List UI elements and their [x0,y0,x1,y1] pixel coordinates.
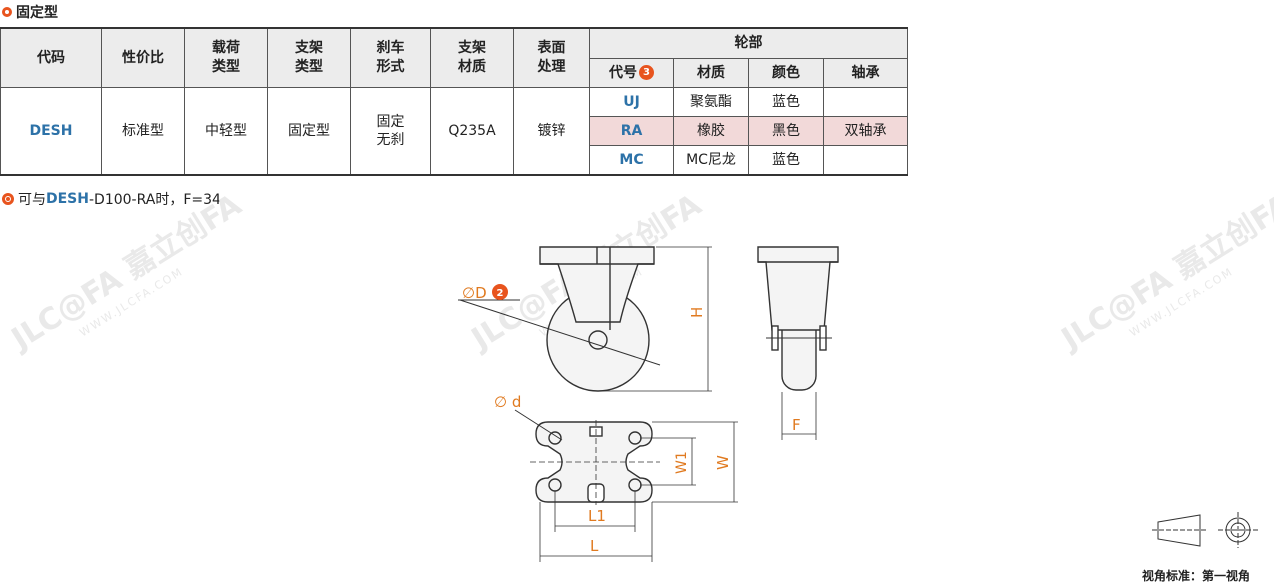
w1-label: W1 [674,451,690,474]
circle-bullet-icon [2,7,12,17]
side-view [757,246,839,440]
note-suffix: -D100-RA时，F=34 [88,192,221,208]
header-wheel: 轮部 [589,27,908,59]
header-ratio: 性价比 [101,27,185,88]
bearing-ra: 双轴承 [823,116,908,146]
svg-text:JLC@FA 嘉立创FA: JLC@FA 嘉立创FA [4,187,248,358]
wheel-code-ra: RA [589,116,674,146]
header-wheel-material: 材质 [673,58,749,88]
target-bullet-icon [2,193,14,205]
hole-d-label: ∅ d [494,393,521,411]
section-title: 固定型 [16,5,58,21]
header-load-type: 载荷类型 [184,27,268,88]
header-bracket-type: 支架类型 [267,27,351,88]
wheel-code-uj: UJ [589,87,674,117]
diameter-leader [459,299,661,366]
diameter-D-label: ∅D [462,284,487,302]
watermark-1: JLC@FA 嘉立创FA WWW.JLCFA.COM [4,187,248,358]
watermark-3: JLC@FA 嘉立创FA WWW.JLCFA.COM [1054,187,1274,358]
bearing-empty-mc [823,145,908,176]
table-row: DESH 标准型 中轻型 固定型 固定无刹 Q235A 镀锌 UJ 聚氨酯 蓝色 [0,87,908,176]
header-code: 代码 [0,27,102,88]
note-2-badge: 2 [497,288,504,299]
table-row: MC MC尼龙 蓝色 [1,145,908,176]
header-bearing: 轴承 [823,58,908,88]
width-F-label: F [792,416,801,434]
wheel-color-ra: 黑色 [748,116,824,146]
table-row: RA 橡胶 黑色 双轴承 [1,116,908,146]
note-code: DESH [46,191,89,207]
bracket-material-cell: Q235A [430,87,514,176]
w-label: W [714,455,732,470]
mount-hole-1 [548,431,562,445]
height-H-label: H [688,307,706,318]
section-heading: 固定型 [2,2,58,22]
bottom-view [514,409,738,562]
svg-text:JLC@FA 嘉立创FA: JLC@FA 嘉立创FA [1054,187,1274,358]
l-label: L [590,537,599,555]
surface-cell: 镀锌 [513,87,590,176]
brake-form-cell: 固定无刹 [350,87,431,176]
header-row-1: 代码 性价比 载荷类型 支架类型 刹车形式 支架材质 表面处理 轮部 [0,27,908,88]
side-bracket [757,246,839,331]
view-standard-label: 视角标准：第一视角 [1142,569,1251,583]
wheel-material-ra: 橡胶 [673,116,749,146]
wheel-color-mc: 蓝色 [748,145,824,176]
header-wheel-color: 颜色 [748,58,824,88]
wheel-material-mc: MC尼龙 [673,145,749,176]
l1-label: L1 [588,507,606,525]
projection-symbol-icon [1152,512,1258,548]
wheel-material-uj: 聚氨酯 [673,87,749,117]
note-3-badge: 3 [639,65,654,80]
note-prefix: 可与 [18,192,46,208]
bracket-outline [539,246,655,323]
front-view [458,246,712,392]
note-2-badge-circle [492,284,508,300]
load-type-cell: 中轻型 [184,87,268,176]
axle-circle [588,330,608,350]
ratio-cell: 标准型 [101,87,185,176]
header-bracket-material: 支架材质 [430,27,514,88]
hole-leader [514,409,563,441]
wheel-color-uj: 蓝色 [748,87,824,117]
